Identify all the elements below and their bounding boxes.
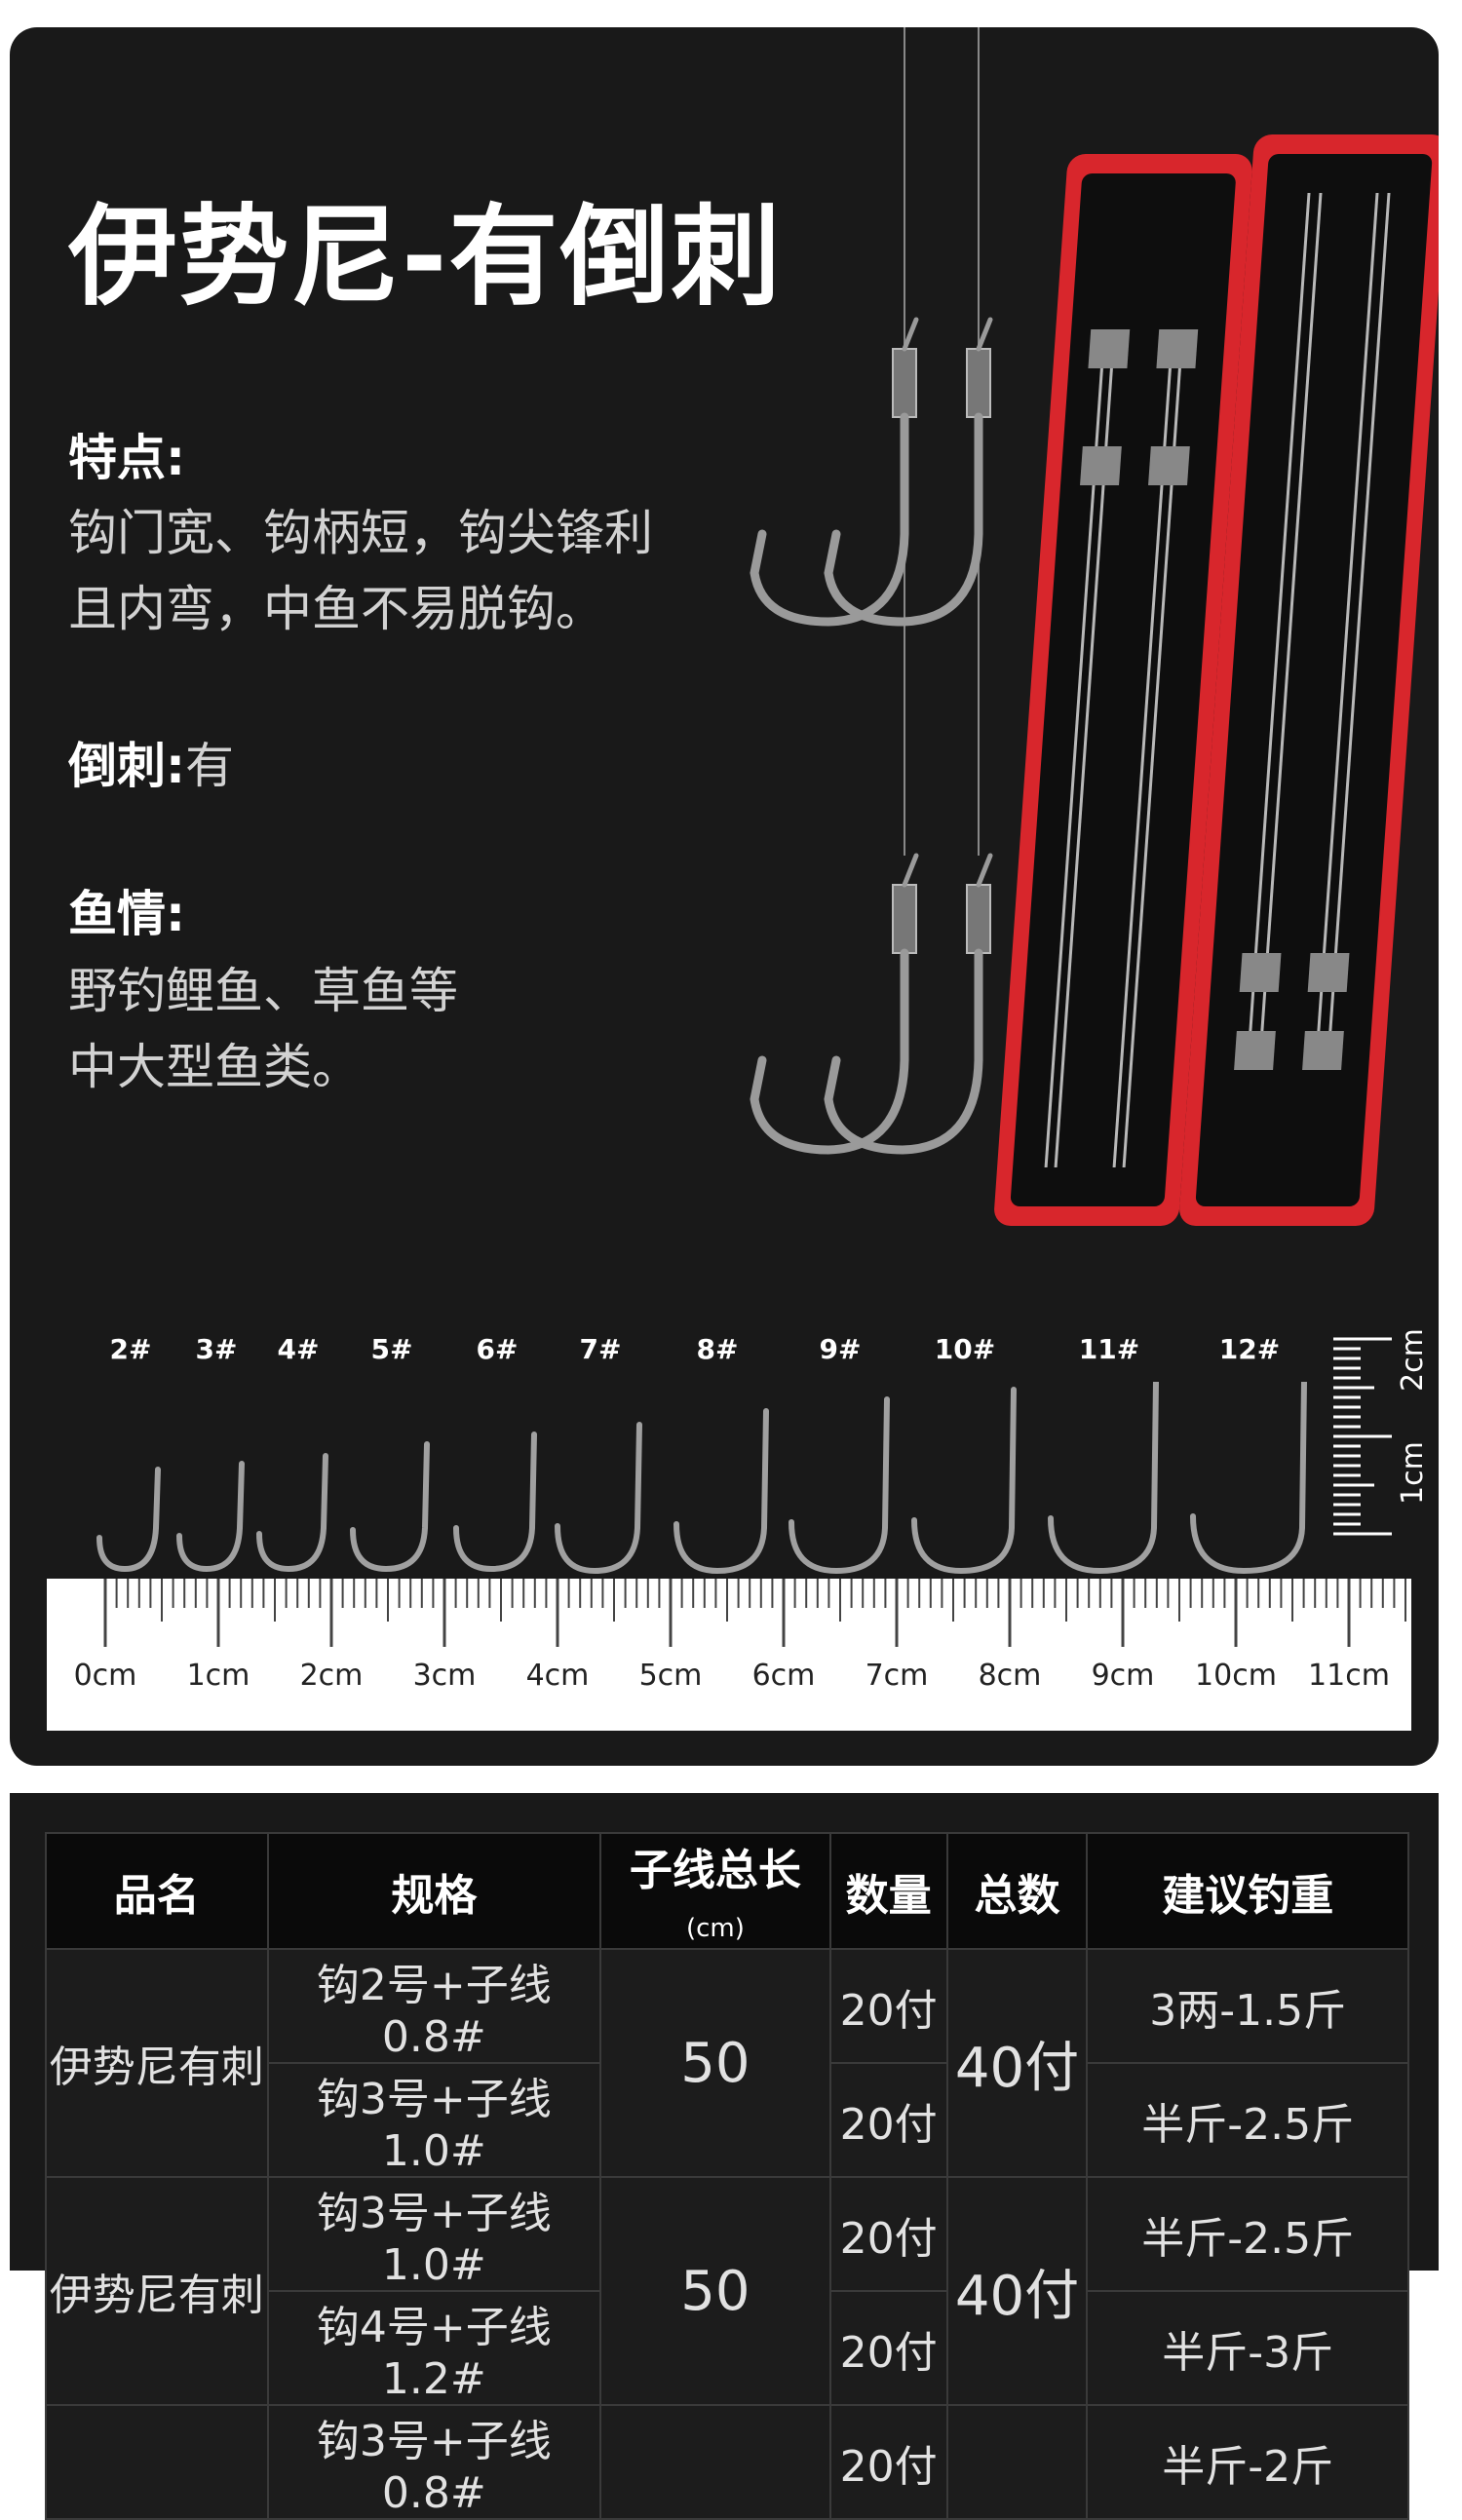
hook-12-icon	[1190, 1382, 1307, 1575]
spec-table: 品名 规格 子线总长 (cm) 数量 总数 建议钓重 伊势尼有刺 钩2号+子线0.…	[45, 1832, 1409, 2520]
cell-spec: 钩3号+子线1.0#	[266, 2176, 602, 2292]
fish-line: 野钓鲤鱼、草鱼等	[68, 963, 458, 1019]
size-label: 3#	[195, 1333, 238, 1365]
size-label: 4#	[277, 1333, 320, 1365]
header-spec: 规格	[266, 1832, 602, 1950]
size-label: 11#	[1078, 1333, 1140, 1365]
hook-box-icon	[994, 134, 1439, 1226]
cell-spec: 钩4号+子线1.2#	[266, 2290, 602, 2406]
barb-label: 倒刺:	[68, 738, 185, 794]
product-panel: 伊势尼-有倒刺 特点: 钩门宽、钩柄短，钩尖锋利 且内弯，中鱼不易脱钩。 倒刺:…	[10, 27, 1439, 1766]
cm-label: 8cm	[978, 1659, 1042, 1693]
cell-length	[599, 2404, 831, 2520]
hook-pair-upper-icon	[750, 317, 993, 627]
fish-line: 中大型鱼类。	[68, 1039, 361, 1095]
hook-10-icon	[911, 1387, 1017, 1575]
cell-spec: 钩3号+子线0.8#	[266, 2404, 602, 2520]
fish-text: 野钓鲤鱼、草鱼等 中大型鱼类。	[68, 953, 458, 1105]
cell-name: 伊势尼有刺	[45, 2176, 269, 2406]
cell-weight: 半斤-3斤	[1086, 2290, 1409, 2406]
cm-label: 6cm	[751, 1659, 816, 1693]
cm-label: 3cm	[412, 1659, 477, 1693]
cell-total: 40付	[945, 2176, 1089, 2406]
cell-qty: 20付	[828, 2062, 948, 2178]
cell-spec: 钩3号+子线1.0#	[266, 2062, 602, 2178]
cm-label: 2cm	[299, 1659, 364, 1693]
size-label: 9#	[819, 1333, 862, 1365]
size-label: 6#	[476, 1333, 519, 1365]
hook-7-icon	[555, 1422, 642, 1575]
hook-size-labels: 2# 3# 4# 5# 6# 7# 8# 9# 10# 11# 12#	[10, 1333, 1439, 1382]
cm-label: 9cm	[1091, 1659, 1155, 1693]
vertical-label: 1cm	[1396, 1441, 1430, 1505]
table-row: 钩3号+子线1.0# 20付 半斤-2.5斤	[46, 2062, 1409, 2178]
cm-label: 4cm	[525, 1659, 590, 1693]
size-label: 12#	[1218, 1333, 1281, 1365]
features-line: 且内弯，中鱼不易脱钩。	[68, 581, 604, 637]
vertical-label: 2cm	[1396, 1328, 1430, 1392]
cell-qty: 20付	[828, 2404, 948, 2520]
hook-11-icon	[1048, 1382, 1159, 1575]
table-header-row: 品名 规格 子线总长 (cm) 数量 总数 建议钓重	[45, 1832, 1409, 1950]
cell-weight: 半斤-2.5斤	[1086, 2062, 1409, 2178]
hook-size-row	[96, 1382, 1307, 1575]
size-label: 5#	[370, 1333, 413, 1365]
hook-3-icon	[176, 1461, 245, 1573]
features-line: 钩门宽、钩柄短，钩尖锋利	[68, 505, 653, 561]
product-title: 伊势尼-有倒刺	[68, 194, 783, 321]
table-row: 钩3号+子线0.8# 20付 半斤-2斤	[45, 2404, 1409, 2520]
cm-label: 10cm	[1195, 1659, 1277, 1693]
cell-total: 40付	[945, 1948, 1089, 2178]
size-label: 8#	[696, 1333, 739, 1365]
features-text: 钩门宽、钩柄短，钩尖锋利 且内弯，中鱼不易脱钩。	[68, 495, 653, 647]
cell-weight: 半斤-2斤	[1086, 2404, 1409, 2520]
hook-5-icon	[350, 1441, 430, 1573]
hook-6-icon	[453, 1432, 537, 1573]
cell-weight: 半斤-2.5斤	[1086, 2176, 1409, 2292]
cell-name: 伊势尼有刺	[45, 1948, 269, 2178]
cell-qty: 20付	[828, 2290, 948, 2406]
hook-illustration	[750, 27, 993, 1155]
spec-table-panel: 品名 规格 子线总长 (cm) 数量 总数 建议钓重 伊势尼有刺 钩2号+子线0.…	[10, 1793, 1439, 2520]
hook-4-icon	[256, 1453, 328, 1573]
horizontal-ruler: 0cm 1cm 2cm 3cm 4cm 5cm 6cm 7cm 8cm 9cm …	[47, 1579, 1411, 1731]
cm-label: 1cm	[186, 1659, 250, 1693]
header-weight: 建议钓重	[1086, 1832, 1409, 1950]
fish-label: 鱼情:	[68, 886, 185, 942]
cm-label: 0cm	[73, 1659, 137, 1693]
cell-total	[945, 2404, 1089, 2520]
cell-spec: 钩2号+子线0.8#	[266, 1948, 602, 2064]
cell-length: 50	[599, 1948, 831, 2178]
cm-label: 5cm	[638, 1659, 703, 1693]
cm-label: 7cm	[865, 1659, 929, 1693]
cm-label: 11cm	[1308, 1659, 1390, 1693]
vertical-ruler-ticks	[1333, 1337, 1392, 1536]
hook-9-icon	[789, 1396, 890, 1575]
header-length-unit: (cm)	[685, 1914, 745, 1943]
vertical-ruler: 2cm 1cm	[1324, 1323, 1431, 1577]
hook-2-icon	[96, 1467, 161, 1573]
cell-name	[45, 2404, 269, 2520]
header-name: 品名	[45, 1832, 269, 1950]
cell-qty: 20付	[828, 2176, 948, 2292]
barb-value: 有	[185, 738, 234, 794]
features-label: 特点:	[68, 430, 185, 486]
ruler-ticks	[103, 1579, 1406, 1647]
barb-row: 倒刺:有	[68, 737, 234, 795]
hook-8-icon	[673, 1408, 769, 1575]
table-row: 伊势尼有刺 钩3号+子线1.0# 50 20付 40付 半斤-2.5斤	[45, 2176, 1409, 2406]
header-qty: 数量	[828, 1832, 948, 1950]
cell-weight: 3两-1.5斤	[1086, 1948, 1409, 2064]
table-row: 伊势尼有刺 钩2号+子线0.8# 50 20付 40付 3两-1.5斤	[45, 1948, 1409, 2178]
header-length: 子线总长 (cm)	[599, 1832, 831, 1950]
header-length-text: 子线总长	[629, 1846, 801, 1895]
header-total: 总数	[945, 1832, 1089, 1950]
cell-qty: 20付	[828, 1948, 948, 2064]
size-label: 7#	[579, 1333, 622, 1365]
hook-pair-lower-icon	[750, 853, 993, 1155]
size-label: 10#	[934, 1333, 996, 1365]
cell-length: 50	[599, 2176, 831, 2406]
size-label: 2#	[109, 1333, 152, 1365]
